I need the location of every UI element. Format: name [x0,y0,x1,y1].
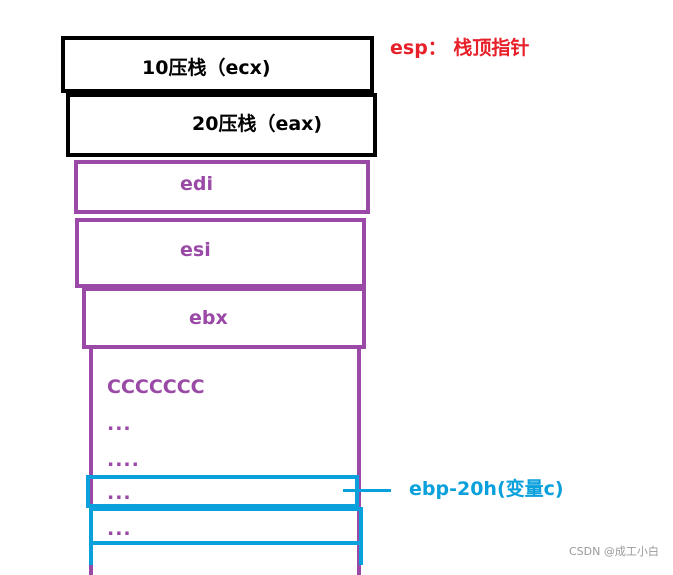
locals-area [89,345,361,575]
watermark: CSDN @成工小白 [569,545,659,558]
blue-tail [89,545,363,565]
stack-frame-esi-label: esi [180,239,211,261]
next-slot [89,507,363,545]
stack-frame-eax-label: 20压栈（eax) [192,113,323,135]
next-slot-dots: ... [107,518,132,540]
var-c-dots: ... [107,482,132,504]
locals-dots-2: .... [107,449,140,471]
stack-frame-edi [74,160,370,214]
var-c-pointer [343,489,391,492]
stack-frame-edi-label: edi [180,173,213,195]
locals-dots-1: ... [107,413,132,435]
locals-fill-label: CCCCCCC [107,376,205,398]
stack-frame-ecx [61,36,374,93]
stack-frame-esi [75,218,366,288]
var-c-label: ebp-20h(变量c) [409,478,564,500]
stack-frame-ecx-label: 10压栈（ecx) [142,57,271,79]
stack-frame-ebx-label: ebx [189,307,228,329]
stack-frame-eax [66,93,377,157]
esp-label: esp： 栈顶指针 [390,37,530,59]
